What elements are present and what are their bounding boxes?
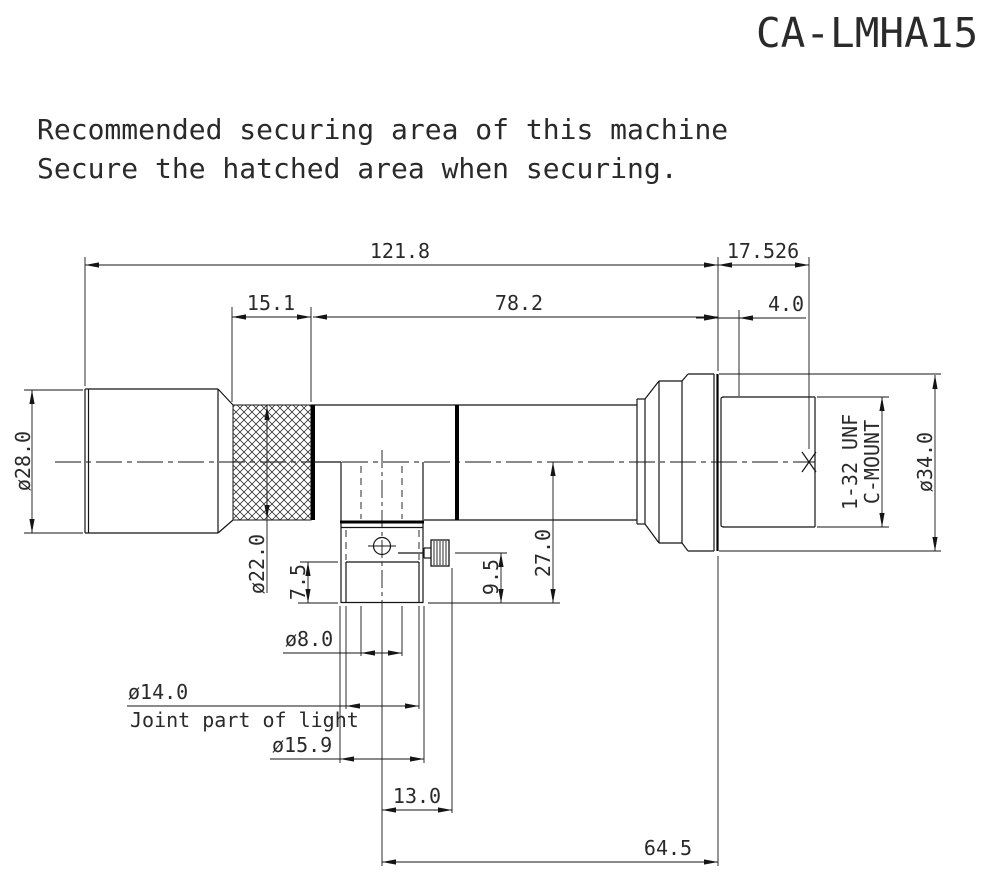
lens-body xyxy=(84,373,817,603)
dim-front-diameter: ø28.0 xyxy=(11,431,35,491)
dim-bore-diameter: ø8.0 xyxy=(285,627,333,651)
dim-flange-focal-distance: 17.526 xyxy=(727,239,799,263)
dim-body-length: 78.2 xyxy=(495,291,543,315)
mount-thread-spec-line2: C-MOUNT xyxy=(860,420,884,504)
description-line-2: Secure the hatched area when securing. xyxy=(37,152,678,185)
dim-rear-diameter: ø34.0 xyxy=(913,432,937,492)
hatched-securing-area xyxy=(232,404,312,521)
light-joint-boss xyxy=(340,466,450,604)
dim-overall-length: 121.8 xyxy=(370,239,430,263)
image-plane-mark xyxy=(801,451,817,473)
thumbscrew xyxy=(398,539,450,567)
dim-screw-height: 9.5 xyxy=(479,559,503,595)
description-line-1: Recommended securing area of this machin… xyxy=(37,113,728,146)
joint-part-label: Joint part of light xyxy=(130,708,359,732)
dim-thread-offset: 4.0 xyxy=(768,292,804,316)
dim-grip-diameter: ø22.0 xyxy=(245,534,269,594)
dim-port-to-flange: 64.5 xyxy=(644,836,692,860)
dim-screw-offset: 13.0 xyxy=(393,784,441,808)
dim-hatch-width: 15.1 xyxy=(247,291,295,315)
centerlines xyxy=(55,450,815,614)
dimension-lines: 121.8 17.526 15.1 78.2 4.0 64.5 13.0 ø15… xyxy=(11,239,938,865)
mount-thread-spec-line1: 1-32 UNF xyxy=(838,414,862,510)
dim-center-to-bottom: 27.0 xyxy=(531,529,555,577)
drawing-title: CA-LMHA15 xyxy=(756,9,978,57)
dim-joint-outer-diameter: ø15.9 xyxy=(272,733,332,757)
screw-hole xyxy=(368,536,396,556)
dim-joint-diameter: ø14.0 xyxy=(128,680,188,704)
dim-joint-step-depth: 7.5 xyxy=(286,564,310,600)
